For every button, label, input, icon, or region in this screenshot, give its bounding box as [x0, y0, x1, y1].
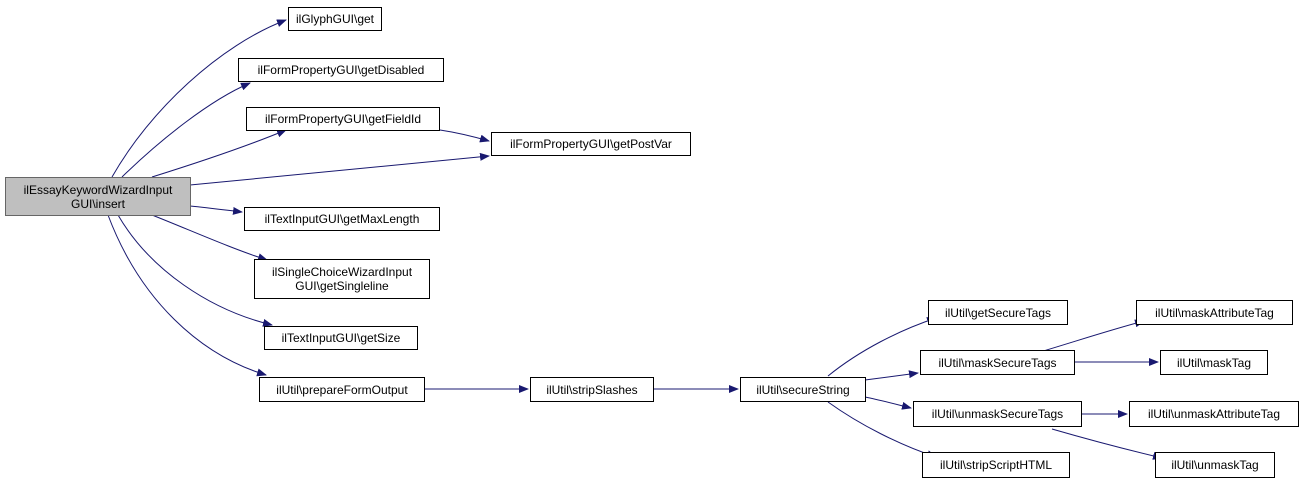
node-il-util-unmask-tag[interactable]: ilUtil\unmaskTag: [1155, 452, 1275, 478]
node-label-line-1: ilSingleChoiceWizardInput: [271, 265, 413, 279]
node-il-util-unmask-attribute-tag[interactable]: ilUtil\unmaskAttributeTag: [1129, 401, 1299, 427]
node-il-util-unmask-secure-tags[interactable]: ilUtil\unmaskSecureTags: [913, 401, 1082, 427]
node-il-util-strip-script-html[interactable]: ilUtil\stripScriptHTML: [922, 452, 1070, 478]
node-label: ilUtil\prepareFormOutput: [276, 382, 408, 397]
node-il-essay-keyword-wizard-input-gui-insert: ilEssayKeywordWizardInput GUI\insert: [5, 177, 191, 216]
node-il-text-input-gui-get-size[interactable]: ilTextInputGUI\getSize: [264, 326, 418, 350]
node-label: ilTextInputGUI\getSize: [281, 331, 401, 345]
edge-insert-get-post-var: [189, 152, 490, 186]
node-il-single-choice-wizard-input-gui-get-singleline[interactable]: ilSingleChoiceWizardInput GUI\getSinglel…: [254, 259, 430, 299]
node-il-util-mask-tag[interactable]: ilUtil\maskTag: [1160, 350, 1268, 375]
node-label: ilUtil\unmaskAttributeTag: [1147, 407, 1281, 421]
node-il-util-secure-string[interactable]: ilUtil\secureString: [740, 377, 866, 402]
node-label: ilFormPropertyGUI\getPostVar: [510, 137, 672, 151]
node-label-line-2: GUI\getSingleline: [295, 279, 389, 293]
node-label: ilGlyphGUI\get: [295, 12, 375, 26]
node-label: ilFormPropertyGUI\getDisabled: [257, 63, 425, 77]
edge-insert-singleline: [151, 214, 268, 262]
node-il-util-mask-attribute-tag[interactable]: ilUtil\maskAttributeTag: [1136, 300, 1293, 325]
node-il-util-prepare-form-output[interactable]: ilUtil\prepareFormOutput: [259, 377, 425, 402]
edge-secure-mask-secure-tags: [864, 370, 919, 381]
node-label: ilUtil\maskSecureTags: [938, 355, 1057, 370]
edge-insert-max-length: [189, 205, 243, 215]
edge-insert-get-disabled: [121, 82, 251, 178]
node-label: ilUtil\stripScriptHTML: [939, 458, 1052, 472]
edge-secure-get-secure-tags: [827, 317, 937, 377]
node-il-util-strip-slashes[interactable]: ilUtil\stripSlashes: [530, 377, 654, 402]
node-label: ilUtil\unmaskTag: [1171, 458, 1259, 472]
node-il-form-property-gui-get-field-id[interactable]: ilFormPropertyGUI\getFieldId: [246, 107, 440, 131]
node-label: ilUtil\getSecureTags: [944, 305, 1052, 320]
edge-insert-glyph-get: [111, 19, 287, 178]
edge-mask-mask-attribute-tag: [1039, 319, 1145, 353]
node-il-form-property-gui-get-post-var[interactable]: ilFormPropertyGUI\getPostVar: [491, 132, 691, 156]
node-label: ilFormPropertyGUI\getFieldId: [264, 112, 422, 126]
node-label-line-1: ilEssayKeywordWizardInput: [23, 182, 173, 197]
node-label: ilUtil\maskTag: [1176, 355, 1251, 370]
edge-insert-prepare-form-output: [107, 214, 267, 377]
node-il-text-input-gui-get-max-length[interactable]: ilTextInputGUI\getMaxLength: [244, 207, 440, 231]
node-il-glyph-gui-get[interactable]: ilGlyphGUI\get: [288, 7, 382, 31]
node-label: ilUtil\unmaskSecureTags: [931, 407, 1064, 421]
edge-insert-get-size: [117, 214, 273, 327]
edge-fieldid-postvar: [439, 129, 490, 143]
node-il-util-get-secure-tags[interactable]: ilUtil\getSecureTags: [928, 300, 1068, 325]
node-label: ilUtil\stripSlashes: [546, 382, 638, 397]
node-label-line-2: GUI\insert: [70, 196, 125, 211]
edge-secure-unmask-secure-tags: [864, 396, 912, 410]
node-label: ilUtil\maskAttributeTag: [1155, 305, 1274, 320]
node-il-form-property-gui-get-disabled[interactable]: ilFormPropertyGUI\getDisabled: [238, 58, 444, 82]
node-label: ilTextInputGUI\getMaxLength: [264, 212, 420, 226]
edge-insert-get-field-id: [151, 129, 287, 178]
node-il-util-mask-secure-tags[interactable]: ilUtil\maskSecureTags: [920, 350, 1075, 375]
node-label: ilUtil\secureString: [756, 382, 850, 397]
edge-unmask-unmask-tag: [1051, 428, 1163, 460]
